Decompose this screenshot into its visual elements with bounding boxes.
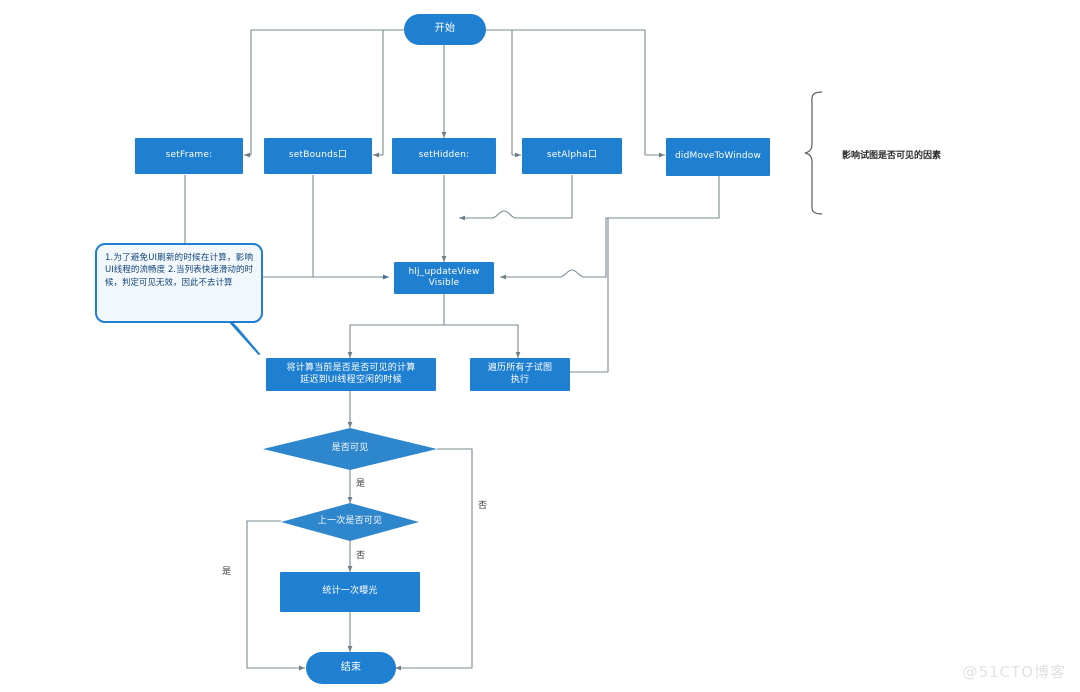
edge-label-last-no-text: 否	[356, 551, 366, 561]
node-update-view-visible-label-2: Visible	[428, 278, 460, 288]
watermark: @51CTO博客	[962, 661, 1066, 682]
node-did-move-to-window[interactable]: didMoveToWindow	[666, 138, 770, 176]
node-delay-calculation-label-1: 将计算当前是否是否可见的计算	[286, 363, 416, 374]
decision-last-visible-label: 上一次是否可见	[317, 516, 383, 527]
brace-note-label: 影响试图是否可见的因素	[842, 148, 941, 161]
node-set-hidden-label: setHidden:	[418, 150, 470, 161]
node-set-alpha[interactable]: setAlpha口	[522, 138, 622, 174]
node-end-label: 结束	[340, 661, 362, 673]
edge-label-last-yes-text: 是	[222, 567, 232, 577]
decision-last-visible[interactable]: 上一次是否可见	[281, 503, 419, 541]
callout-note: 1.为了避免UI刷新的时候在计算，影响UI线程的流畅度 2.当列表快速滑动的时候…	[95, 243, 263, 323]
edge-label-visible-no-text: 否	[478, 501, 488, 511]
callout-note-text: 1.为了避免UI刷新的时候在计算，影响UI线程的流畅度 2.当列表快速滑动的时候…	[105, 253, 253, 288]
edge-label-visible-yes-text: 是	[356, 479, 366, 489]
edge-label-visible-no: 否	[478, 498, 487, 511]
node-set-bounds-label: setBounds口	[288, 150, 348, 161]
decision-is-visible-label: 是否可见	[331, 443, 369, 454]
edge-label-visible-yes: 是	[356, 476, 365, 489]
node-traverse-subviews-label-2: 执行	[510, 374, 530, 385]
node-count-exposure-label: 统计一次曝光	[322, 586, 378, 597]
node-set-frame[interactable]: setFrame:	[135, 138, 243, 174]
node-delay-calculation[interactable]: 将计算当前是否是否可见的计算 延迟到UI线程空闲的时候	[266, 358, 436, 391]
node-set-hidden[interactable]: setHidden:	[392, 138, 496, 174]
node-did-move-to-window-label: didMoveToWindow	[674, 151, 762, 162]
node-traverse-subviews-label-1: 遍历所有子试图	[487, 363, 553, 374]
node-set-bounds[interactable]: setBounds口	[264, 138, 372, 174]
edge-label-last-no: 否	[356, 548, 365, 561]
node-traverse-subviews[interactable]: 遍历所有子试图 执行	[470, 358, 570, 391]
node-end[interactable]: 结束	[306, 652, 396, 684]
node-set-alpha-label: setAlpha口	[546, 150, 598, 161]
node-set-frame-label: setFrame:	[165, 150, 213, 161]
brace-note-text: 影响试图是否可见的因素	[842, 151, 942, 161]
node-update-view-visible[interactable]: hlj_updateView Visible	[394, 262, 494, 294]
node-update-view-visible-label-1: hlj_updateView	[408, 266, 480, 277]
node-start[interactable]: 开始	[404, 14, 486, 45]
edge-label-last-yes: 是	[222, 564, 231, 577]
node-start-label: 开始	[434, 23, 456, 35]
node-count-exposure[interactable]: 统计一次曝光	[280, 572, 420, 612]
watermark-text: @51CTO博客	[962, 663, 1066, 681]
node-delay-calculation-label-2: 延迟到UI线程空闲的时候	[300, 374, 402, 385]
decision-is-visible[interactable]: 是否可见	[263, 428, 437, 470]
